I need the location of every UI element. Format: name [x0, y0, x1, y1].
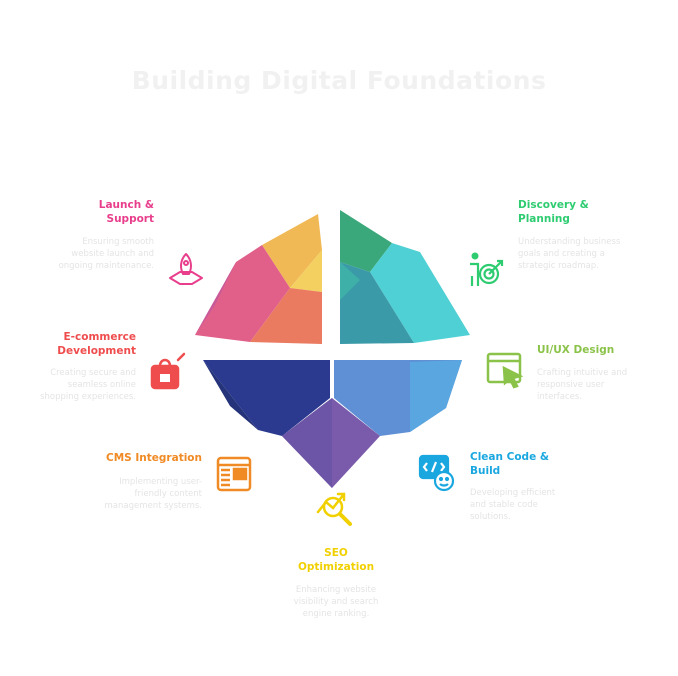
step-title-line2: Support [106, 213, 154, 225]
step-label-clean-code: Clean Code & Build [470, 450, 590, 478]
step-title-line2: Development [57, 345, 136, 357]
diagram-title: Building Digital Foundations [131, 66, 547, 95]
rocket-launch-icon [169, 253, 203, 285]
quadrant-top-left [195, 214, 322, 344]
search-chart-icon [316, 492, 352, 526]
step-title-line2: Build [470, 465, 501, 477]
step-desc-clean-code: Developing efficient and stable code sol… [470, 488, 556, 522]
step-desc-seo: Enhancing website visibility and search … [293, 585, 379, 619]
step-label-uiux: UI/UX Design [537, 343, 657, 357]
quadrant-bottom-right [334, 360, 462, 436]
step-label-discovery-planning: Discovery & Planning [518, 198, 638, 226]
step-title-line1: Discovery & [518, 199, 589, 211]
browser-cursor-icon [486, 352, 524, 389]
person-target-icon [470, 252, 504, 286]
step-title-line1: CMS Integration [106, 452, 202, 464]
quadrant-bottom-center [282, 398, 380, 488]
step-desc-uiux: Crafting intuitive and responsive user i… [537, 368, 628, 402]
step-title-line1: UI/UX Design [537, 344, 615, 356]
quadrant-bottom-left [203, 360, 330, 436]
step-title-line1: E-commerce [63, 331, 137, 343]
shopping-bag-icon [150, 352, 186, 390]
step-label-seo: SEO Optimization [276, 546, 396, 574]
quadrant-top-right [340, 210, 470, 344]
step-title-line2: Planning [518, 213, 570, 225]
step-title-line1: Clean Code & [470, 451, 550, 463]
step-title-line2: Optimization [297, 561, 375, 573]
step-desc-launch-support: Ensuring smooth website launch and ongoi… [58, 237, 154, 271]
code-window-icon [418, 454, 455, 492]
step-title-line1: SEO [324, 547, 348, 559]
step-label-launch-support: Launch & Support [40, 198, 154, 226]
step-label-ecommerce: E-commerce Development [20, 330, 136, 358]
step-desc-cms: Implementing user-friendly content manag… [104, 477, 202, 511]
cms-panel-icon [216, 456, 252, 492]
step-title-line1: Launch & [98, 199, 154, 211]
step-desc-ecommerce: Creating secure and seamless online shop… [40, 368, 136, 402]
step-label-cms: CMS Integration [60, 451, 202, 465]
step-desc-discovery-planning: Understanding business goals and creatin… [518, 237, 621, 271]
